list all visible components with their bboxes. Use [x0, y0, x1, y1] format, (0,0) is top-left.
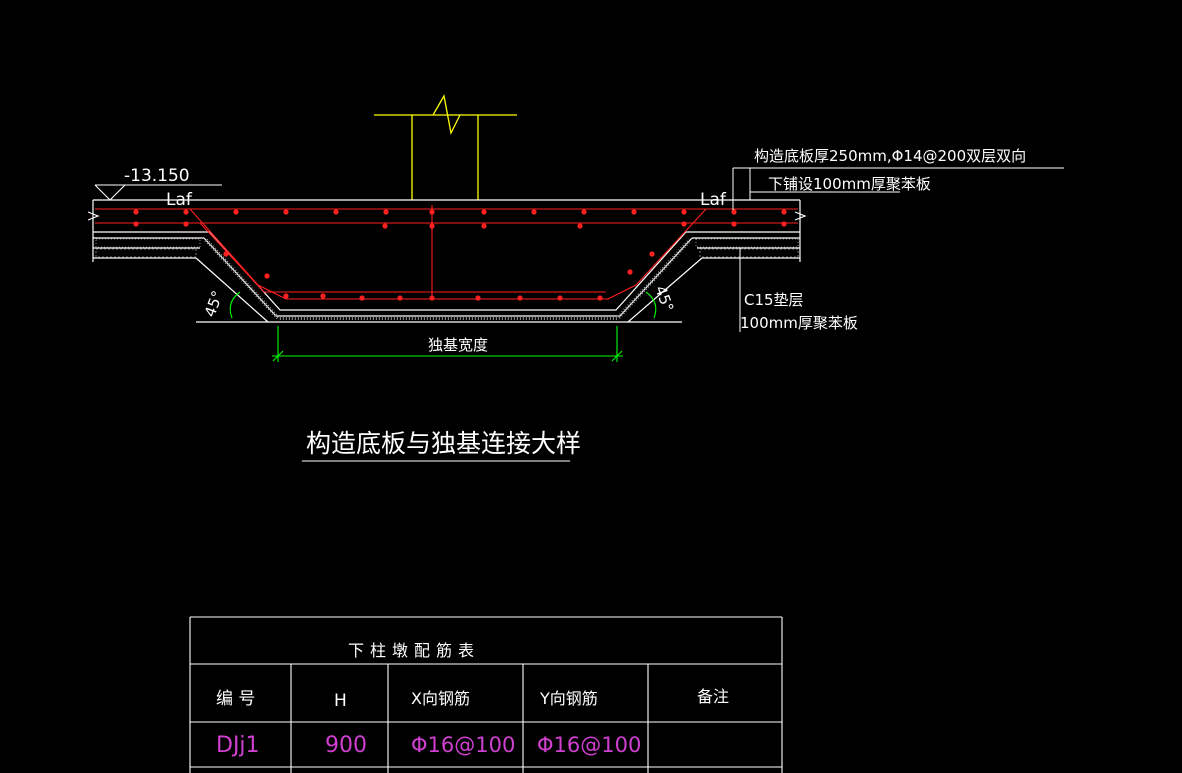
width-dimension-label: 独基宽度	[428, 336, 488, 354]
laf-right-label: Laf	[700, 190, 727, 210]
rebar-dot	[429, 295, 435, 301]
table-cell-x-rebar: Φ16@100	[411, 733, 515, 757]
rebar-dot	[133, 209, 139, 215]
rebar-dot	[475, 295, 481, 301]
break-line-symbol	[432, 94, 461, 136]
angle-left-label: 45°	[201, 288, 227, 319]
rebar-dot	[359, 295, 365, 301]
rebar-dot	[781, 221, 787, 227]
rebar-dot	[429, 209, 435, 215]
cushion-label-1: C15垫层	[744, 291, 804, 309]
table-cell-y-rebar: Φ16@100	[537, 733, 641, 757]
table-cell-h: 900	[325, 733, 367, 758]
rebar-dot	[233, 209, 239, 215]
rebar-dot	[223, 251, 229, 257]
rebar-dot	[597, 295, 603, 301]
drawing-title: 构造底板与独基连接大样	[306, 429, 581, 458]
rebar-dot	[577, 223, 583, 229]
table-header-remark: 备注	[697, 687, 729, 706]
rebar-dot	[531, 209, 537, 215]
rebar-dot	[681, 221, 687, 227]
column-stub	[374, 94, 517, 200]
table-header-h: H	[334, 691, 347, 711]
rebar-dot	[649, 251, 655, 257]
elevation-marker	[94, 184, 222, 201]
rebar-dot	[627, 269, 633, 275]
rebar-dot	[397, 295, 403, 301]
cushion-label-2: 100mm厚聚苯板	[740, 314, 858, 332]
laf-left-label: Laf	[166, 190, 193, 210]
rebar-table	[189, 616, 783, 773]
rebar-dot	[781, 209, 787, 215]
table-header-id: 编 号	[216, 689, 255, 709]
note-leaders	[732, 167, 1064, 332]
rebar-dot	[481, 209, 487, 215]
width-dimension	[272, 326, 623, 362]
note-line-2: 下铺设100mm厚聚苯板	[768, 175, 931, 193]
table-header-y-rebar: Y向钢筋	[539, 689, 598, 708]
rebar-dot	[133, 221, 139, 227]
rebar-dot	[183, 209, 189, 215]
angle-arcs	[229, 291, 657, 319]
elevation-label: -13.150	[124, 166, 190, 186]
rebar-dot	[283, 293, 289, 299]
table-header-x-rebar: X向钢筋	[411, 689, 470, 708]
rebar-lines	[95, 205, 798, 300]
table-cell-id: DJj1	[216, 733, 260, 758]
rebar-dot	[264, 273, 270, 279]
rebar-dot	[581, 209, 587, 215]
rebar-dot	[383, 209, 389, 215]
cushion-hatch	[95, 238, 799, 320]
rebar-dot	[333, 209, 339, 215]
note-line-1: 构造底板厚250mm,Φ14@200双层双向	[754, 147, 1026, 165]
rebar-dot	[429, 223, 435, 229]
rebar-dot	[320, 293, 326, 299]
rebar-dot	[517, 295, 523, 301]
rebar-dot	[481, 223, 487, 229]
rebar-dots	[133, 209, 787, 301]
rebar-dot	[681, 209, 687, 215]
rebar-dot	[557, 295, 563, 301]
rebar-dot	[283, 209, 289, 215]
rebar-dot	[631, 209, 637, 215]
rebar-dot	[731, 221, 737, 227]
rebar-dot	[731, 209, 737, 215]
angle-right-label: 45°	[651, 283, 677, 314]
rebar-dot	[183, 221, 189, 227]
rebar-dot	[382, 223, 388, 229]
table-title: 下柱墩配筋表	[348, 641, 480, 660]
